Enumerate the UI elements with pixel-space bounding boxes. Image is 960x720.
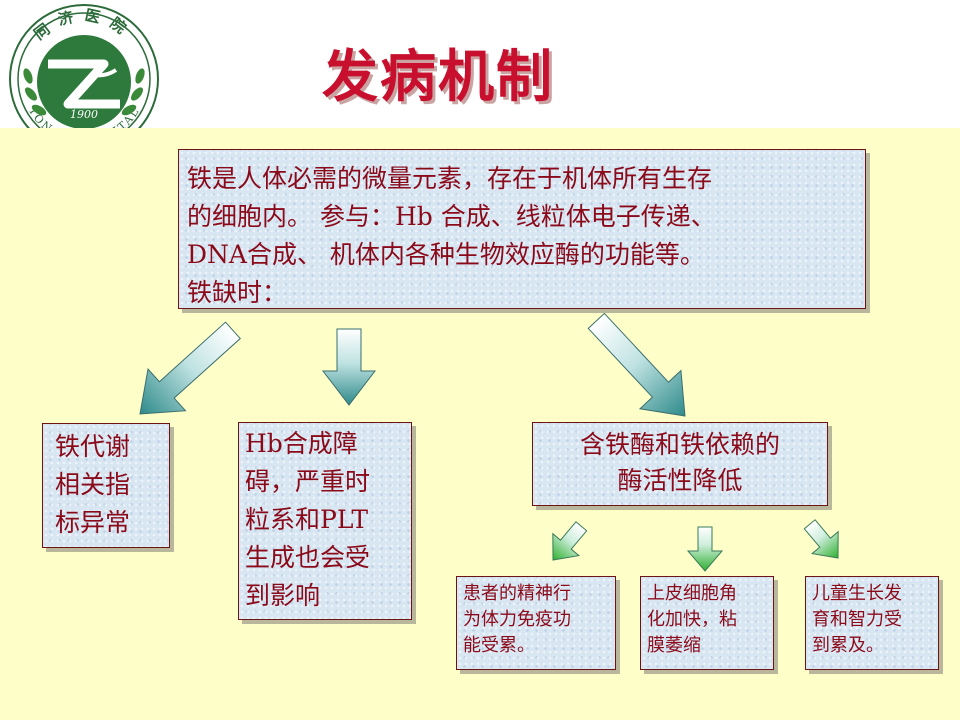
main-line-2: 的细胞内。 参与：Hb 合成、线粒体电子传递、 xyxy=(187,202,716,231)
hemoglobin-line-1: Hb合成障 xyxy=(245,429,358,458)
metabolism-line-3: 标异常 xyxy=(55,508,131,537)
children-line-1: 儿童生长发 xyxy=(812,583,902,604)
hospital-logo: 同济医院 TONGJI HOSPITAL 1900 xyxy=(4,4,164,128)
child-development-box: 儿童生长发 育和智力受 到累及。 xyxy=(805,576,939,670)
enzyme-line-2: 酶活性降低 xyxy=(617,466,743,495)
mental-line-2: 为体力免疫功 xyxy=(463,609,571,630)
enzyme-box: 含铁酶和铁依赖的 酶活性降低 xyxy=(532,422,828,506)
main-line-3: DNA合成、 机体内各种生物效应酶的功能等。 xyxy=(187,240,705,269)
slide-header: 同济医院 TONGJI HOSPITAL 1900 发病机制 xyxy=(0,0,960,128)
mental-line-3: 能受累。 xyxy=(463,635,535,656)
logo-year: 1900 xyxy=(70,108,98,121)
hemoglobin-line-4: 生成也会受 xyxy=(245,543,371,572)
iron-function-box: 铁是人体必需的微量元素，存在于机体所有生存 的细胞内。 参与：Hb 合成、线粒体… xyxy=(178,149,866,309)
hemoglobin-line-2: 碍，严重时 xyxy=(245,467,371,496)
page-title: 发病机制 xyxy=(322,44,554,110)
mental-line-1: 患者的精神行 xyxy=(463,583,571,604)
children-line-3: 到累及。 xyxy=(812,635,884,656)
metabolism-line-1: 铁代谢 xyxy=(55,432,131,461)
hospital-logo-graphic: 同济医院 TONGJI HOSPITAL 1900 xyxy=(9,4,159,128)
epithelium-line-2: 化加快，粘 xyxy=(647,609,737,630)
children-line-2: 育和智力受 xyxy=(812,609,902,630)
main-line-1: 铁是人体必需的微量元素，存在于机体所有生存 xyxy=(187,164,713,193)
metabolism-box: 铁代谢 相关指 标异常 xyxy=(42,423,170,548)
hemoglobin-line-3: 粒系和PLT xyxy=(245,505,369,534)
mental-effect-box: 患者的精神行 为体力免疫功 能受累。 xyxy=(456,576,616,670)
main-line-4: 铁缺时： xyxy=(187,278,288,307)
hemoglobin-line-5: 到影响 xyxy=(245,581,321,610)
epithelium-line-1: 上皮细胞角 xyxy=(647,583,737,604)
enzyme-line-1: 含铁酶和铁依赖的 xyxy=(579,430,780,459)
metabolism-line-2: 相关指 xyxy=(55,470,131,499)
epithelium-line-3: 膜萎缩 xyxy=(647,635,701,656)
hemoglobin-box: Hb合成障 碍，严重时 粒系和PLT 生成也会受 到影响 xyxy=(238,422,412,620)
epithelium-effect-box: 上皮细胞角 化加快，粘 膜萎缩 xyxy=(640,576,774,670)
